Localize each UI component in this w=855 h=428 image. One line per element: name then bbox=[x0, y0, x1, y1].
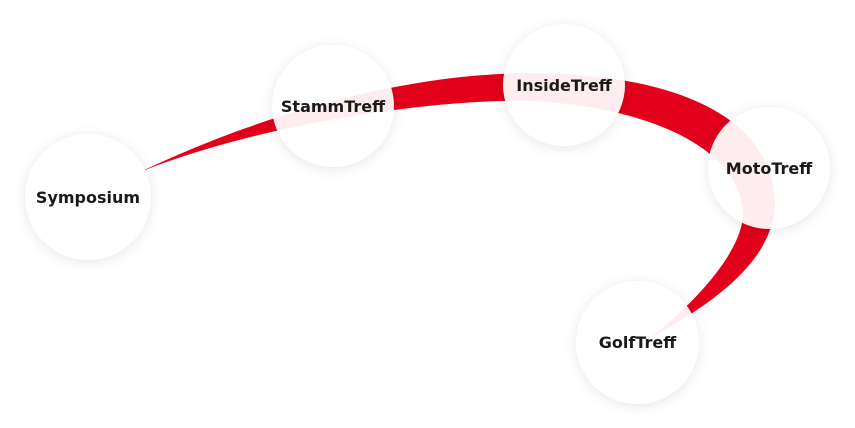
node-label: MotoTreff bbox=[725, 158, 813, 178]
node-label: InsideTreff bbox=[516, 75, 612, 95]
node-golftreff[interactable]: GolfTreff bbox=[576, 281, 699, 404]
node-label: Symposium bbox=[35, 187, 141, 207]
node-mototreff[interactable]: MotoTreff bbox=[708, 107, 830, 229]
node-symposium[interactable]: Symposium bbox=[25, 134, 151, 260]
node-insidetreff[interactable]: InsideTreff bbox=[503, 24, 625, 146]
node-label: StammTreff bbox=[280, 96, 386, 116]
node-stammtreff[interactable]: StammTreff bbox=[272, 45, 394, 167]
node-label: GolfTreff bbox=[598, 333, 677, 352]
